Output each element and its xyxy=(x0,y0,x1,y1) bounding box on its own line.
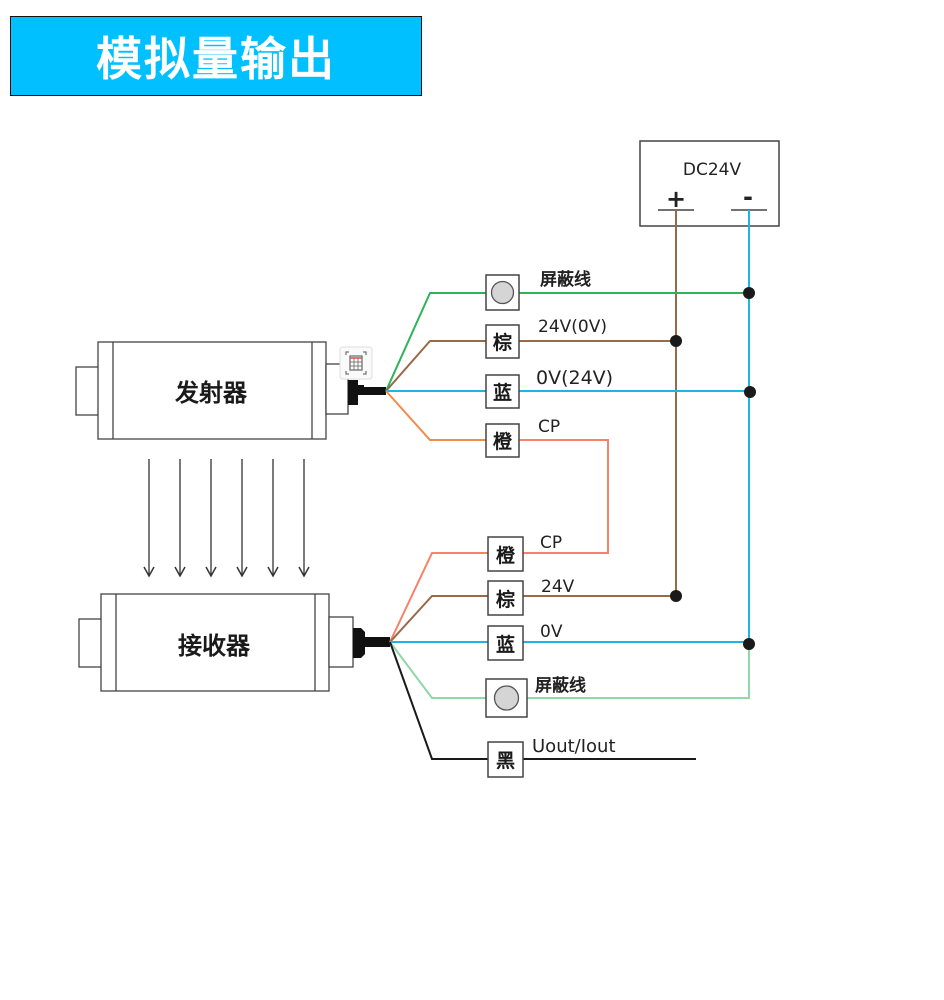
emitter-label: 发射器 xyxy=(174,379,248,407)
junction-dot xyxy=(670,335,682,347)
receiver-badge-orange: 橙 xyxy=(487,536,524,572)
beam-arrow xyxy=(236,459,248,578)
badge-text: 橙 xyxy=(493,430,513,453)
emitter-wire-brown xyxy=(385,340,486,392)
badge-text: 棕 xyxy=(496,588,515,611)
emitter-wire-label-blue: 0V(24V) xyxy=(536,367,613,389)
beam-arrow xyxy=(298,459,310,578)
receiver-cable-gland xyxy=(353,628,365,658)
junction-dot xyxy=(670,590,682,602)
receiver-wire-label-shield: 屏蔽线 xyxy=(535,675,586,696)
receiver-device: 接收器 xyxy=(78,593,390,692)
receiver-wire-label-brown: 24V xyxy=(541,577,575,597)
emitter-cable xyxy=(362,387,386,395)
emitter-wire-label-orange: CP xyxy=(538,417,560,437)
emitter-badge-blue: 蓝 xyxy=(485,374,520,409)
title-banner: 模拟量输出 xyxy=(10,16,422,96)
receiver-wire-label-black: Uout/Iout xyxy=(532,736,616,757)
emitter-lens xyxy=(75,366,101,416)
junction-dot xyxy=(744,386,756,398)
beam-arrow xyxy=(267,459,279,578)
plus-terminal-label: + xyxy=(666,185,686,213)
beam-arrows xyxy=(143,459,310,578)
calculator-scan-icon[interactable] xyxy=(339,346,373,380)
receiver-badge-blue: 蓝 xyxy=(487,625,524,661)
emitter-body xyxy=(97,341,327,440)
receiver-wire-orange xyxy=(389,552,488,643)
emitter-wire-orange xyxy=(385,390,486,441)
receiver-label: 接收器 xyxy=(178,632,251,660)
beam-arrow xyxy=(205,459,217,578)
emitter-badge-brown: 棕 xyxy=(485,324,520,359)
badge-text: 蓝 xyxy=(496,633,515,656)
emitter-wire-shield xyxy=(385,292,486,392)
junction-dot xyxy=(743,638,755,650)
shield-icon xyxy=(490,280,515,305)
receiver-badge-shield xyxy=(485,678,528,718)
emitter-badge-shield xyxy=(485,274,520,311)
receiver-wire-label-blue: 0V xyxy=(540,622,563,642)
power-supply: DC24V + - xyxy=(639,140,780,227)
cp-link-wire xyxy=(519,439,609,554)
receiver-lens xyxy=(78,618,104,668)
receiver-wire-label-orange: CP xyxy=(540,533,562,553)
receiver-body xyxy=(100,593,330,692)
badge-text: 橙 xyxy=(496,544,516,567)
badge-text: 蓝 xyxy=(493,381,512,404)
emitter-badge-orange: 橙 xyxy=(485,423,520,458)
power-supply-box xyxy=(639,140,780,227)
receiver-wire-brown xyxy=(389,595,488,643)
beam-arrow xyxy=(143,459,155,578)
shield-icon xyxy=(493,685,520,711)
page-title: 模拟量输出 xyxy=(96,32,336,86)
receiver-wire-black xyxy=(389,641,488,760)
badge-text: 黑 xyxy=(496,750,515,772)
emitter-wire-label-shield: 屏蔽线 xyxy=(540,269,591,290)
receiver-connector-housing xyxy=(328,616,354,668)
beam-arrow xyxy=(174,459,186,578)
power-supply-label: DC24V xyxy=(683,160,742,180)
emitter-wire-label-brown: 24V(0V) xyxy=(538,317,607,337)
receiver-wire-shield-out xyxy=(527,642,750,699)
junction-dot xyxy=(743,287,755,299)
emitter-cable-gland xyxy=(348,380,364,405)
receiver-wire-shield xyxy=(389,641,486,699)
minus-terminal-label: - xyxy=(743,183,753,211)
badge-text: 棕 xyxy=(493,331,512,354)
receiver-badge-brown: 棕 xyxy=(487,580,524,616)
receiver-badge-black: 黑 xyxy=(487,741,524,778)
receiver-cable xyxy=(364,637,390,647)
